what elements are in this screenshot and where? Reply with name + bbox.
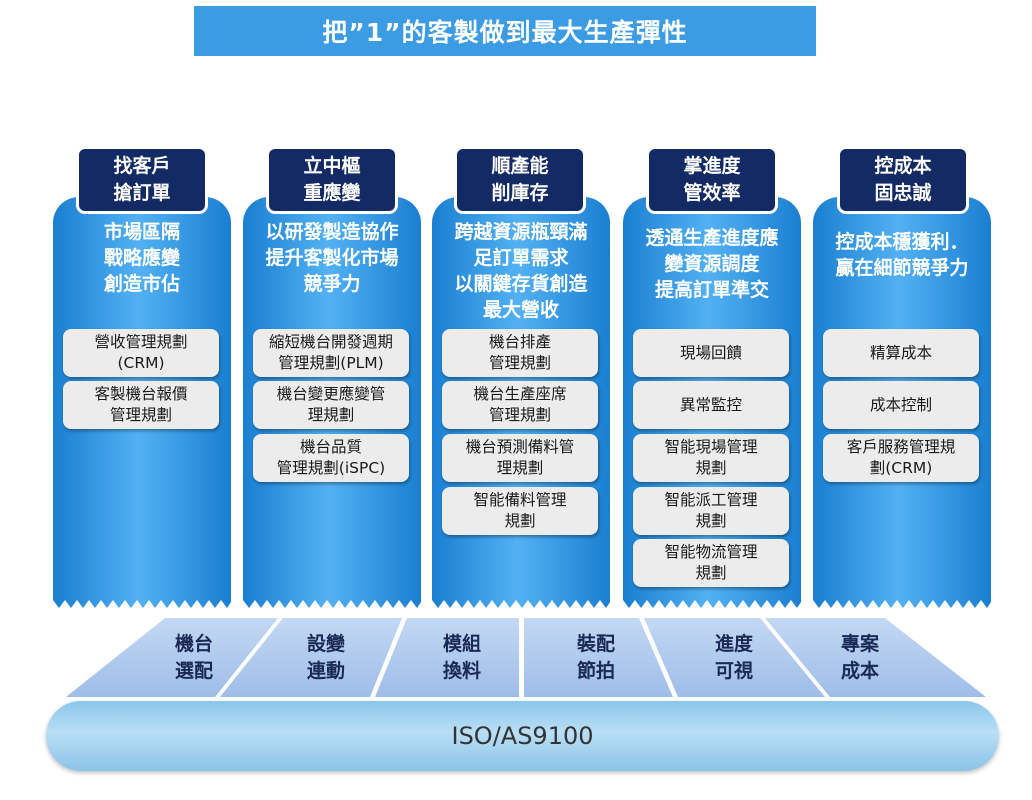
pillar-2-description: 以研發製造協作 提升客製化市場 競爭力 [265, 221, 399, 295]
pillar-1: 市場區隔 戰略應變 創造市佔 營收管理規劃 (CRM) 客製機台報價 管理規劃 [53, 197, 231, 610]
pillar-4-item-3: 智能現場管理 規劃 [633, 434, 789, 482]
pillar-1-zigzag-edge [53, 600, 231, 610]
pillar-3-item-3: 機台預測備料管 理規劃 [442, 434, 598, 482]
pillar-1-item-2: 客製機台報價 管理規劃 [63, 381, 219, 429]
pillar-3-item-2: 機台生產座席 管理規劃 [442, 381, 598, 429]
platform-label-1: 機台 選配 [174, 633, 213, 682]
pillar-5-description: 控成本穩獲利． 贏在細節競爭力 [835, 231, 969, 279]
platform-label-6: 專案 成本 [840, 633, 879, 682]
platform-label-3: 模組 換料 [442, 633, 481, 682]
pillar-5-zigzag-edge [813, 600, 991, 610]
platform-label-5: 進度 可視 [714, 633, 753, 682]
platform-label-4: 裝配 節拍 [576, 633, 615, 682]
pillar-4-description: 透通生產進度應 變資源調度 提高訂單準交 [645, 227, 779, 301]
pillar-3-description: 跨越資源瓶頸滿 足訂單需求 以關鍵存貨創造 最大營收 [454, 221, 588, 321]
pillar-2-item-3: 機台品質 管理規劃(iSPC) [253, 434, 409, 482]
pillar-3-tab: 順產能 削庫存 [457, 149, 583, 211]
pillar-2-tab: 立中樞 重應變 [269, 149, 395, 211]
pillar-5-item-3: 客戶服務管理規 劃(CRM) [823, 434, 979, 482]
pillar-2-item-2: 機台變更應變管 理規劃 [253, 381, 409, 429]
pillar-4-item-4: 智能派工管理 規劃 [633, 487, 789, 535]
pillar-3-zigzag-edge [432, 600, 610, 610]
pillar-5-item-1: 精算成本 [823, 329, 979, 377]
pillar-2-item-1: 縮短機台開發週期 管理規劃(PLM) [253, 329, 409, 377]
pillar-4-tab: 掌進度 管效率 [649, 149, 775, 211]
pillar-2: 以研發製造協作 提升客製化市場 競爭力 縮短機台開發週期 管理規劃(PLM) 機… [243, 197, 421, 610]
pillar-3-item-1: 機台排產 管理規劃 [442, 329, 598, 377]
pillar-5: 控成本穩獲利． 贏在細節競爭力 精算成本 成本控制 客戶服務管理規 劃(CRM) [813, 197, 991, 610]
pillar-4: 透通生產進度應 變資源調度 提高訂單準交 現場回饋 異常監控 智能現場管理 規劃… [623, 197, 801, 610]
diagram-title: 把”1”的客製做到最大生產彈性 [194, 6, 816, 56]
pillar-4-zigzag-edge [623, 600, 801, 610]
pillar-5-item-2: 成本控制 [823, 381, 979, 429]
pillar-1-description: 市場區隔 戰略應變 創造市佔 [103, 221, 180, 295]
pillar-3: 跨越資源瓶頸滿 足訂單需求 以關鍵存貨創造 最大營收 機台排產 管理規劃 機台生… [432, 197, 610, 610]
pillar-4-item-5: 智能物流管理 規劃 [633, 539, 789, 587]
pillar-5-tab: 控成本 固忠誠 [840, 149, 966, 211]
pillar-3-item-4: 智能備料管理 規劃 [442, 487, 598, 535]
foundation-bar: ISO/AS9100 [46, 701, 999, 771]
pillar-1-item-1: 營收管理規劃 (CRM) [63, 329, 219, 377]
platform-label-2: 設變 連動 [306, 633, 345, 682]
pillar-4-item-2: 異常監控 [633, 381, 789, 429]
pillar-2-zigzag-edge [243, 600, 421, 610]
pillar-1-tab: 找客戶 搶訂單 [79, 149, 205, 211]
pillar-4-item-1: 現場回饋 [633, 329, 789, 377]
